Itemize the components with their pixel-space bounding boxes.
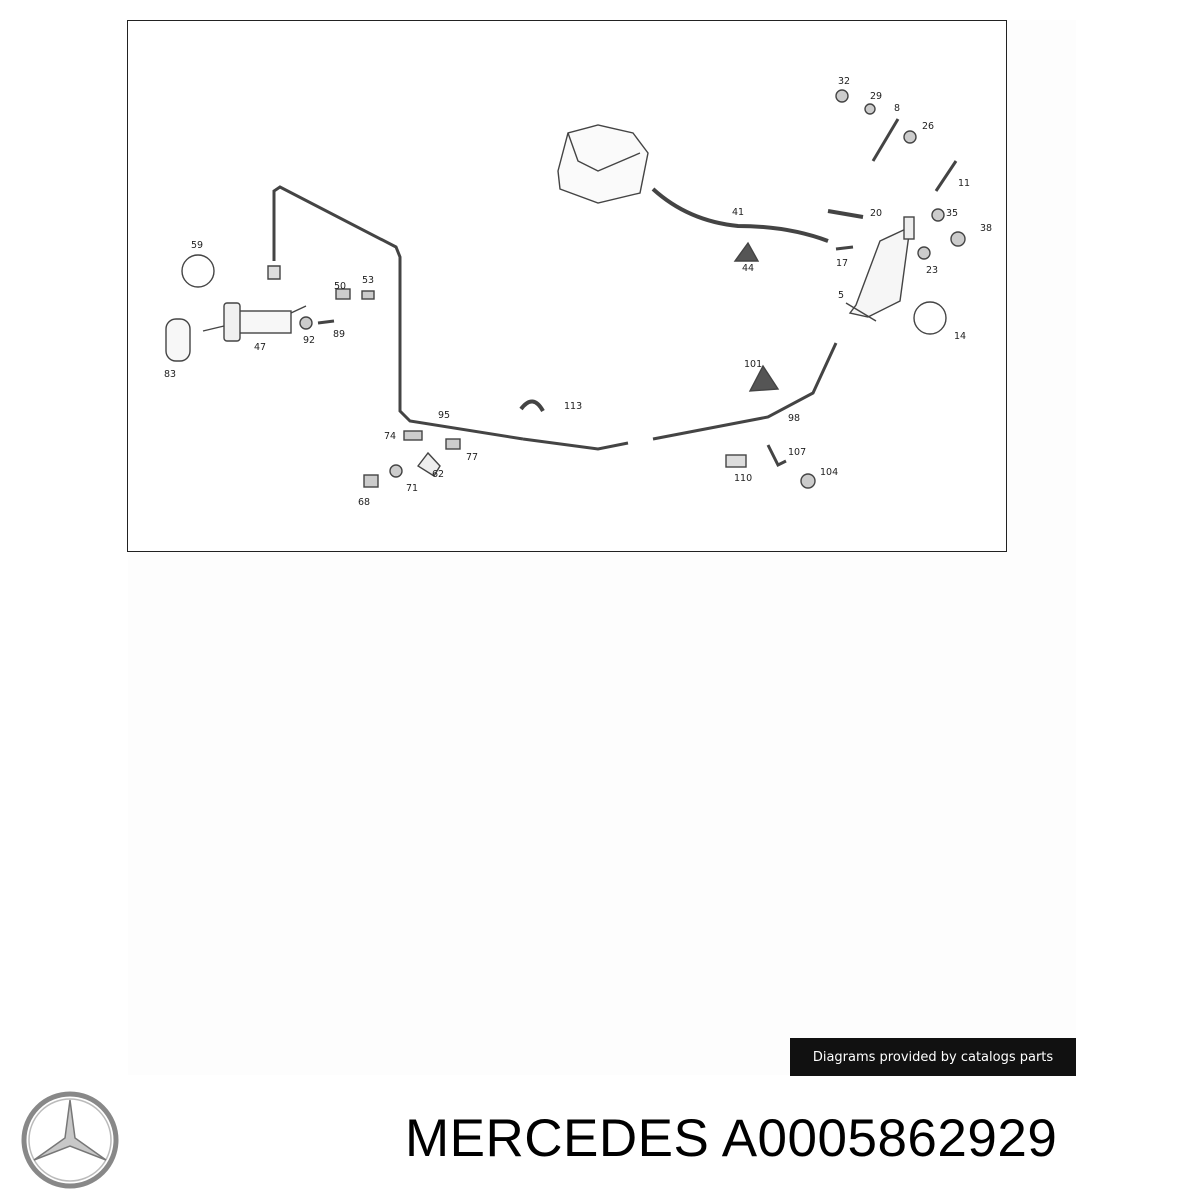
callout-label: 71 [406, 483, 418, 494]
master-cylinder [845, 216, 915, 322]
pipe-98 [652, 342, 838, 441]
callout-label: 11 [958, 178, 970, 189]
diagram-drawing: 32 29 8 26 11 20 35 38 41 44 17 23 5 14 … [164, 76, 992, 508]
callout-label: 23 [926, 265, 938, 276]
callout-label: 14 [954, 331, 966, 342]
callout-label: 38 [980, 223, 992, 234]
callout-label: 62 [432, 469, 444, 480]
callout-label: 89 [333, 329, 345, 340]
callout-label: 101 [744, 359, 762, 370]
credit-badge: Diagrams provided by catalogs parts [790, 1038, 1076, 1076]
boot-101 [748, 364, 780, 392]
callout-label: 35 [946, 208, 958, 219]
callout-label: 107 [788, 447, 806, 458]
product-title: MERCEDES A0005862929 [405, 1108, 1057, 1169]
brand-name: MERCEDES [405, 1109, 710, 1168]
callout-label: 26 [922, 121, 934, 132]
callout-label: 104 [820, 467, 838, 478]
fluid-reservoir [557, 124, 649, 204]
callout-label: 98 [788, 413, 800, 424]
callout-label: 95 [438, 410, 450, 421]
boot-44 [733, 241, 760, 262]
callout-label: 68 [358, 497, 370, 508]
callout-label: 113 [564, 401, 582, 412]
callout-label: 20 [870, 208, 882, 219]
callout-label: 29 [870, 91, 882, 102]
mercedes-star-logo-icon [21, 1091, 119, 1189]
callout-label: 8 [894, 103, 900, 114]
callout-label: 59 [191, 240, 203, 251]
reservoir-hose [651, 187, 829, 243]
pipe-95 [522, 437, 629, 451]
slave-cylinder [202, 302, 307, 342]
pipe-left [272, 185, 524, 441]
callout-labels: 32 29 8 26 11 20 35 38 41 44 17 23 5 14 … [164, 76, 992, 508]
parts-diagram: 32 29 8 26 11 20 35 38 41 44 17 23 5 14 … [127, 20, 1007, 552]
wrench-circle-14 [913, 301, 947, 335]
callout-label: 5 [838, 290, 844, 301]
callout-label: 53 [362, 275, 374, 286]
wrench-circle-59 [181, 254, 215, 288]
callout-label: 83 [164, 369, 176, 380]
callout-label: 41 [732, 207, 744, 218]
callout-label: 50 [334, 281, 346, 292]
clamp-113 [519, 399, 545, 413]
callout-label: 17 [836, 258, 848, 269]
callout-label: 92 [303, 335, 315, 346]
gasket [165, 318, 191, 362]
callout-label: 110 [734, 473, 752, 484]
callout-label: 32 [838, 76, 850, 87]
callout-label: 47 [254, 342, 266, 353]
callout-label: 44 [742, 263, 754, 274]
callout-label: 74 [384, 431, 396, 442]
part-number: A0005862929 [721, 1109, 1058, 1168]
callout-label: 77 [466, 452, 478, 463]
